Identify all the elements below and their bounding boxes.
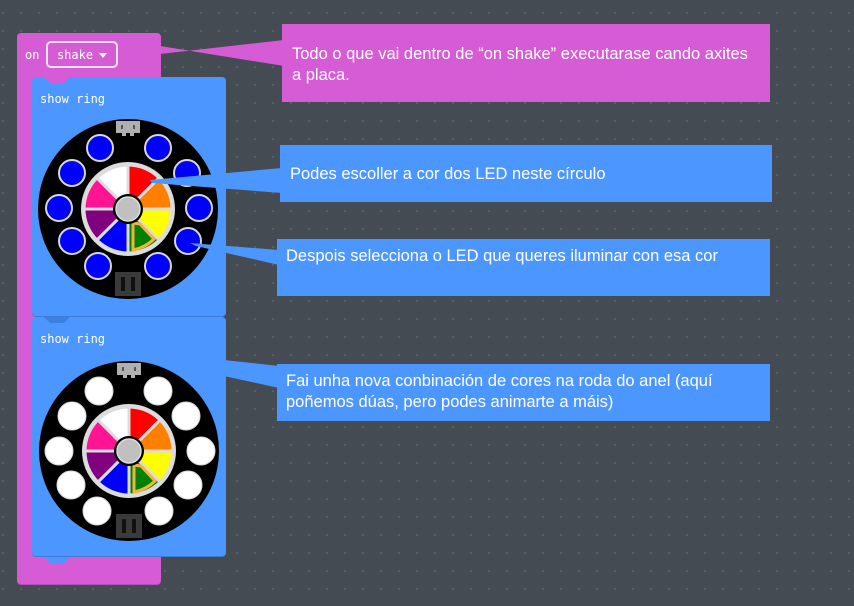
led-1[interactable] (86, 134, 114, 162)
ring-bottom-connector-icon (115, 272, 141, 296)
callout-text: Despois selecciona o LED que queres ilum… (286, 247, 718, 265)
led-4[interactable] (171, 401, 201, 431)
gesture-dropdown[interactable]: shake (46, 41, 118, 68)
color-wheel[interactable] (81, 162, 175, 256)
neopixel-ring-editor[interactable] (32, 77, 226, 317)
led-2[interactable] (143, 376, 173, 406)
wheel-center-button[interactable] (115, 196, 141, 222)
callout-text: Todo o que vai dentro de “on shake” exec… (292, 45, 748, 84)
neopixel-ring-editor[interactable] (32, 317, 226, 557)
pointer-4 (224, 360, 279, 388)
callout-select-led: Despois selecciona o LED que queres ilum… (277, 239, 770, 296)
callout-new-combination: Fai unha nova conbinación de cores na ro… (277, 364, 770, 421)
callout-on-shake: Todo o que vai dentro de “on shake” exec… (282, 24, 770, 102)
callout-color-wheel: Podes escoller a cor dos LED neste círcu… (280, 145, 772, 202)
show-ring-block-2[interactable]: show ring (32, 317, 226, 557)
block-title: show ring (40, 332, 106, 346)
event-keyword-label: on (25, 48, 40, 62)
color-wheel[interactable] (82, 404, 176, 498)
selected-color-highlight (131, 221, 157, 252)
led-5[interactable] (45, 194, 73, 222)
block-notch (44, 317, 70, 323)
led-7[interactable] (58, 227, 86, 255)
pointer-1 (160, 40, 284, 66)
led-9[interactable] (82, 496, 112, 526)
block-notch (44, 557, 70, 563)
led-3[interactable] (57, 401, 87, 431)
callout-text: Fai unha nova conbinación de cores na ro… (286, 372, 713, 411)
callout-text: Podes escoller a cor dos LED neste círcu… (290, 165, 606, 183)
block-title: show ring (40, 92, 106, 106)
led-6[interactable] (186, 436, 216, 466)
selected-color-highlight (132, 463, 158, 494)
led-8[interactable] (174, 227, 202, 255)
led-4[interactable] (173, 159, 201, 187)
led-9[interactable] (84, 252, 112, 280)
led-10[interactable] (144, 252, 172, 280)
led-5[interactable] (44, 436, 74, 466)
led-6[interactable] (185, 194, 213, 222)
block-notch (44, 77, 70, 83)
ring-bottom-connector-icon (116, 514, 142, 538)
wheel-center-button[interactable] (116, 438, 142, 464)
led-10[interactable] (144, 496, 174, 526)
led-1[interactable] (84, 376, 114, 406)
show-ring-block-1[interactable]: show ring (32, 77, 226, 317)
gesture-dropdown-value: shake (56, 47, 94, 62)
led-2[interactable] (144, 134, 172, 162)
caret-down-icon (99, 53, 108, 58)
led-8[interactable] (173, 470, 203, 500)
led-7[interactable] (56, 470, 86, 500)
ring-top-connector-icon (117, 363, 141, 378)
ring-top-connector-icon (116, 121, 140, 136)
led-3[interactable] (58, 159, 86, 187)
